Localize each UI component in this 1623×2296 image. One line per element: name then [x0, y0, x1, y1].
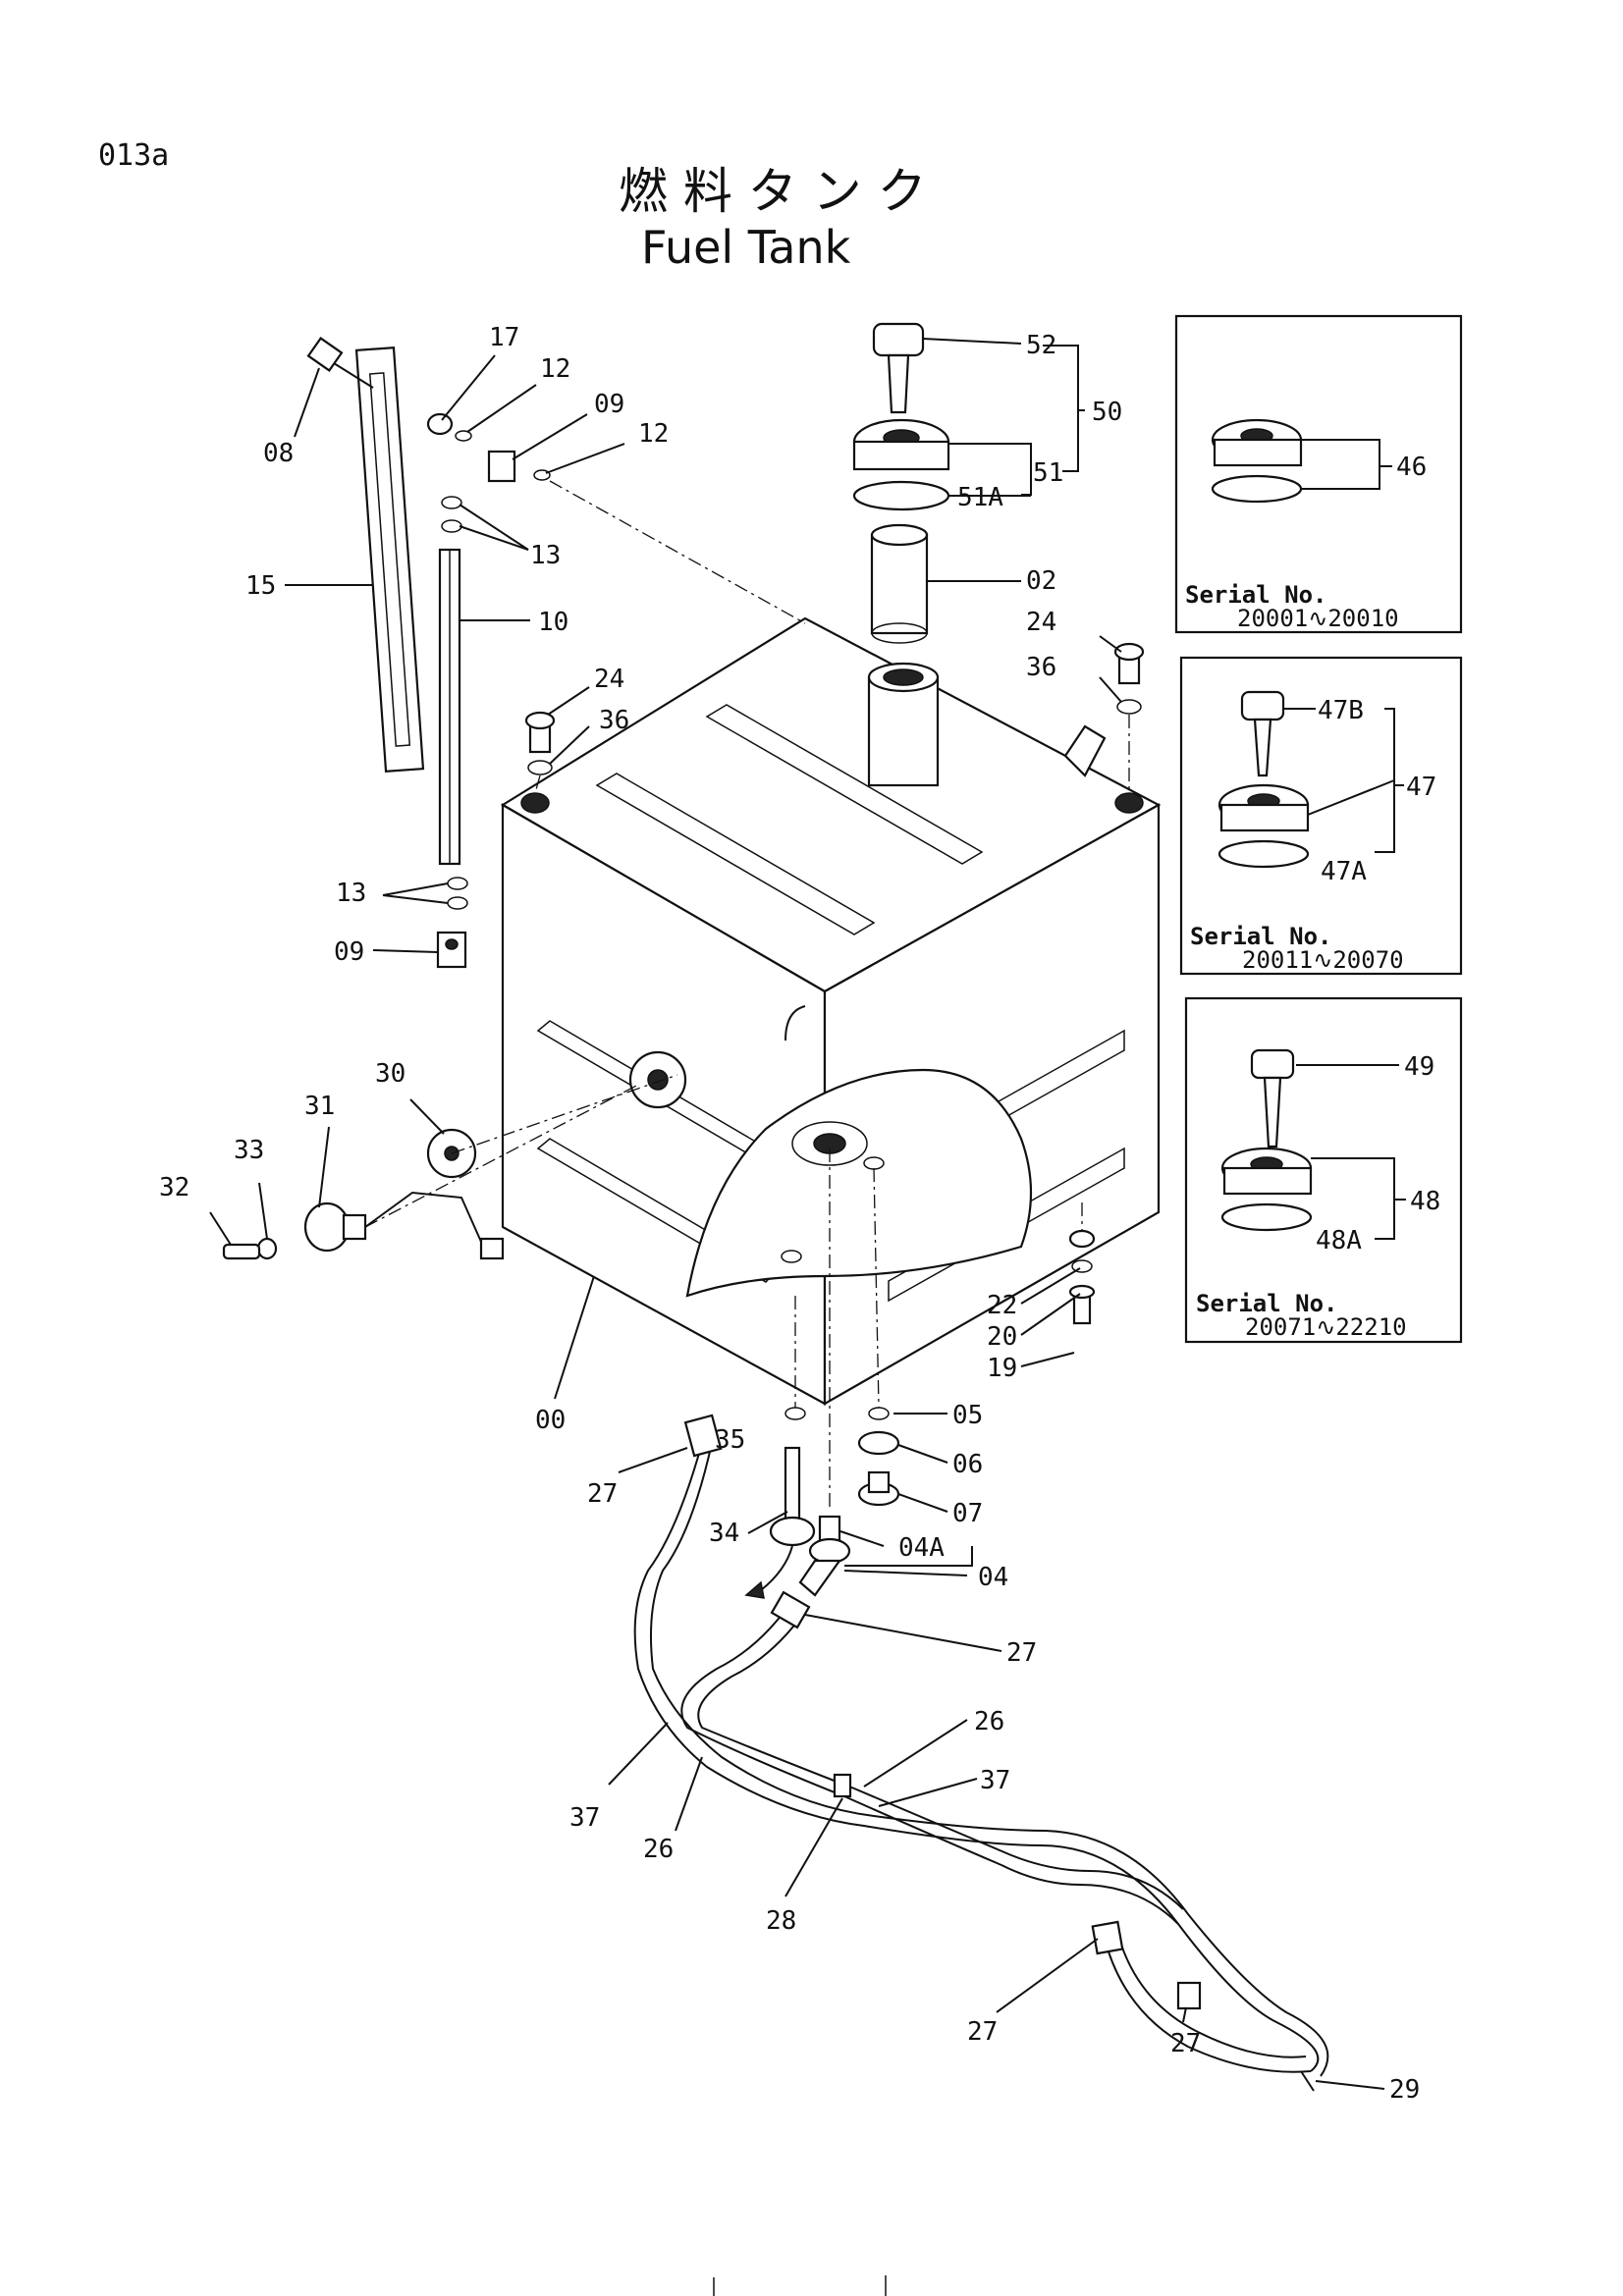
serial-box-2-label: Serial No.: [1190, 923, 1332, 950]
callout-50: 50: [1092, 398, 1122, 427]
serial-box-2-range: 20011∿20070: [1242, 946, 1404, 974]
serial-box-3-key: 49: [1404, 1052, 1434, 1082]
callout-labels: 08 17 12 09 12 13 15 10 24 36 13 09 30 3…: [159, 323, 1420, 2105]
callout-10: 10: [538, 608, 568, 637]
callout-31: 31: [304, 1092, 335, 1121]
callout-27-a: 27: [587, 1479, 618, 1509]
callout-02: 02: [1026, 566, 1056, 596]
callout-24-a: 24: [594, 665, 624, 694]
title-japanese: 燃 料 タ ン ク: [619, 163, 927, 220]
callout-27-c: 27: [967, 2017, 998, 2047]
callout-32: 32: [159, 1173, 189, 1202]
serial-box-3-range: 20071∿22210: [1245, 1313, 1407, 1341]
callout-26-b: 26: [643, 1835, 674, 1864]
callout-17: 17: [489, 323, 519, 352]
serial-box-1-label: Serial No.: [1185, 581, 1327, 609]
serial-box-3-sub: 48A: [1316, 1226, 1362, 1255]
callout-27-b: 27: [1006, 1638, 1037, 1668]
callout-37-a: 37: [569, 1803, 600, 1833]
callout-22: 22: [987, 1291, 1017, 1320]
callout-24-b: 24: [1026, 608, 1056, 637]
fuel-tank-body: [500, 616, 1162, 1406]
callout-06: 06: [952, 1450, 983, 1479]
serial-box-2-part: 47: [1406, 773, 1436, 802]
fuel-hoses: [633, 1414, 1329, 2092]
title-english: Fuel Tank: [641, 221, 851, 274]
serial-box-2-key: 47B: [1318, 696, 1364, 725]
callout-37-b: 37: [980, 1766, 1010, 1795]
serial-box-2: 47B 47 47A Serial No. 20011∿20070: [1179, 656, 1463, 976]
callout-20: 20: [987, 1322, 1017, 1352]
callout-26-a: 26: [974, 1707, 1004, 1736]
callout-30: 30: [375, 1059, 406, 1089]
callout-09-b: 09: [334, 937, 364, 967]
callout-29: 29: [1389, 2075, 1420, 2105]
mount-bolts: [524, 642, 1145, 794]
callout-27-d: 27: [1170, 2029, 1201, 2058]
serial-box-3: 49 48 48A Serial No. 20071∿22210: [1184, 996, 1463, 1344]
callout-33: 33: [234, 1136, 264, 1165]
callout-36-b: 36: [1026, 653, 1056, 682]
serial-box-1-range: 20001∿20010: [1237, 605, 1399, 632]
callout-07: 07: [952, 1499, 983, 1528]
callout-13-b: 13: [336, 879, 366, 908]
callout-51: 51: [1033, 458, 1063, 488]
callout-51A: 51A: [957, 483, 1003, 512]
callout-05: 05: [952, 1401, 983, 1430]
leader-lines: [209, 338, 1385, 2090]
page-code: 013a: [98, 138, 169, 173]
serial-box-3-label: Serial No.: [1196, 1290, 1338, 1317]
callout-12-b: 12: [638, 419, 669, 449]
callout-00: 00: [535, 1406, 566, 1435]
level-gauge-assembly: [306, 337, 806, 969]
callout-36-a: 36: [599, 706, 629, 735]
drain-valve-parts: [744, 1148, 1096, 1599]
callout-28: 28: [766, 1906, 796, 1936]
callout-15: 15: [245, 571, 276, 601]
serial-box-2-sub: 47A: [1321, 857, 1367, 886]
callout-19: 19: [987, 1354, 1017, 1383]
callout-52: 52: [1026, 331, 1056, 360]
callout-08: 08: [263, 439, 294, 468]
fuel-sender-unit: [222, 1074, 678, 1260]
callout-04: 04: [978, 1563, 1008, 1592]
serial-box-1: 46 Serial No. 20001∿20010: [1174, 314, 1463, 634]
serial-box-1-part: 46: [1396, 453, 1427, 482]
callout-35: 35: [715, 1425, 745, 1455]
callout-12-a: 12: [540, 354, 570, 384]
callout-34: 34: [709, 1519, 739, 1548]
callout-09-a: 09: [594, 390, 624, 419]
callout-13-a: 13: [530, 541, 561, 570]
callout-04A: 04A: [898, 1533, 945, 1563]
filler-cap-assembly: [852, 322, 950, 644]
serial-box-3-part: 48: [1410, 1187, 1440, 1216]
